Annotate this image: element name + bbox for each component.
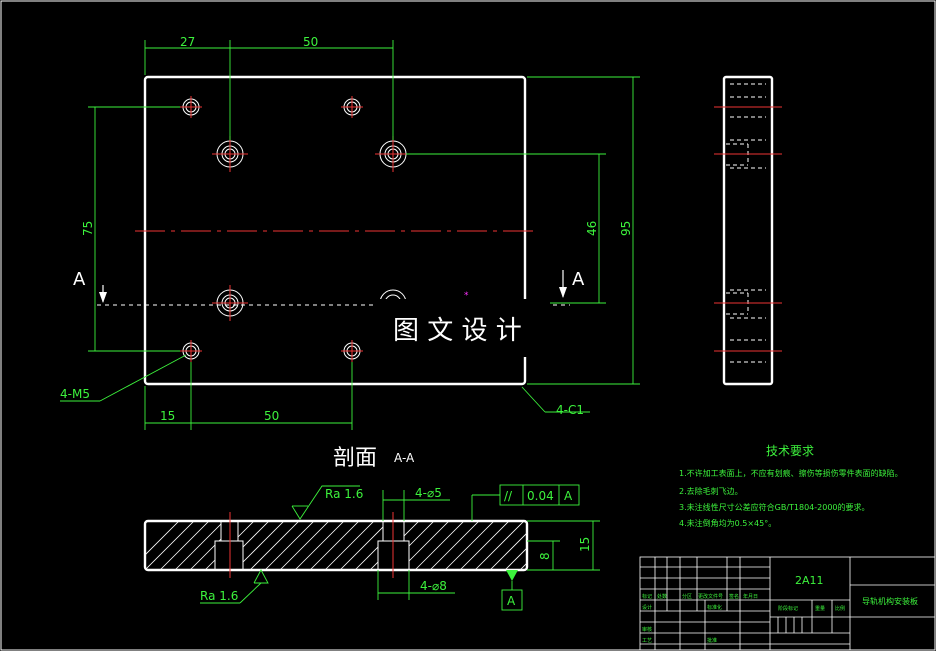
tb-cell: 阶段标记 [778,605,798,612]
side-outline [722,75,774,386]
section-hole-left [214,521,244,570]
datum-reference: A [564,489,573,503]
counterbore-hole [212,136,248,172]
roughness-symbol-bottom [200,569,269,604]
hole-m5 [341,96,363,118]
dim-75: 75 [81,221,95,236]
tb-cell: 标记 [642,593,652,600]
dim-8: 8 [538,552,552,560]
tb-cell: 标准化 [707,604,722,611]
dim-15-section: 15 [578,537,592,552]
technical-requirements: 技术要求 1.不许加工表面上，不应有划痕、擦伤等损伤零件表面的缺陷。 2.去除毛… [679,444,903,528]
section-hole-right [377,521,410,570]
dim-50-bottom: 50 [264,409,279,423]
hole-m5 [180,340,202,362]
roughness-symbol-top [291,485,360,520]
tech-req-item: 1.不许加工表面上，不应有划痕、擦伤等损伤零件表面的缺陷。 [679,468,903,478]
tech-req-item: 3.未注线性尺寸公差应符合GB/T1804-2000的要求。 [679,502,870,512]
datum-label: A [507,594,516,608]
tb-cell: 重量 [815,605,825,612]
watermark: 图 文 设 计 [393,316,522,346]
tech-req-item: 4.未注倒角均为0.5×45°。 [679,518,776,528]
tech-req-item: 2.去除毛刺飞边。 [679,486,743,496]
dim-27: 27 [180,35,195,49]
datum-marker [501,570,523,611]
tb-cell: 工艺 [642,638,652,644]
hole-m5 [341,340,363,362]
section-arrowhead-left [99,292,107,303]
tech-req-title: 技术要求 [766,444,814,458]
part-name: 导轨机构安装板 [862,596,918,606]
material: 2A11 [795,574,824,587]
tb-cell: 处数 [657,593,667,600]
tb-cell: 分区 [682,593,692,600]
tb-cell: 比例 [835,605,845,612]
roughness-bottom: Ra 1.6 [200,589,238,603]
hole-small-callout: 4-⌀5 [415,486,442,500]
dim-15: 15 [160,409,175,423]
tb-cell: 签名 [729,593,739,600]
top-view: A A [60,35,640,430]
tolerance-value: 0.04 [527,489,554,503]
parallelism-symbol: // [504,489,513,503]
section-view: 剖面 A-A [143,446,600,611]
section-label: A-A [394,451,415,465]
tb-cell: 批准 [707,637,717,644]
tb-cell: 设计 [642,604,652,611]
side-view [714,75,782,386]
tb-cell: 年月日 [743,593,758,600]
section-hatching [145,521,527,570]
section-arrowhead-right [559,287,567,298]
section-title: 剖面 [333,446,377,471]
hole-m5 [180,96,202,118]
title-block: 2A11 导轨机构安装板 标记 处数 分区 更改文件号 签名 年月日 设计 标准… [639,556,936,651]
section-outline [143,519,529,572]
watermark-box [374,299,550,357]
counterbore-hole [375,136,411,172]
hole-large-callout: 4-⌀8 [420,579,447,593]
feature-control-frame [471,484,580,521]
tb-cell: 更改文件号 [698,593,723,600]
thread-callout: 4-M5 [60,387,90,401]
section-letter-left: A [73,269,86,290]
dimension-lines [60,40,640,430]
tb-cell: 审核 [642,626,652,633]
dim-46: 46 [585,221,599,236]
counterbore-hole [212,285,248,321]
hole-callout-lines [377,490,455,600]
roughness-top: Ra 1.6 [325,487,363,501]
magenta-marker: * [464,291,469,301]
dim-95: 95 [619,221,633,236]
section-dims [527,520,600,571]
dim-50-top: 50 [303,35,318,49]
chamfer-callout: 4-C1 [556,403,584,417]
section-letter-right: A [572,269,585,290]
